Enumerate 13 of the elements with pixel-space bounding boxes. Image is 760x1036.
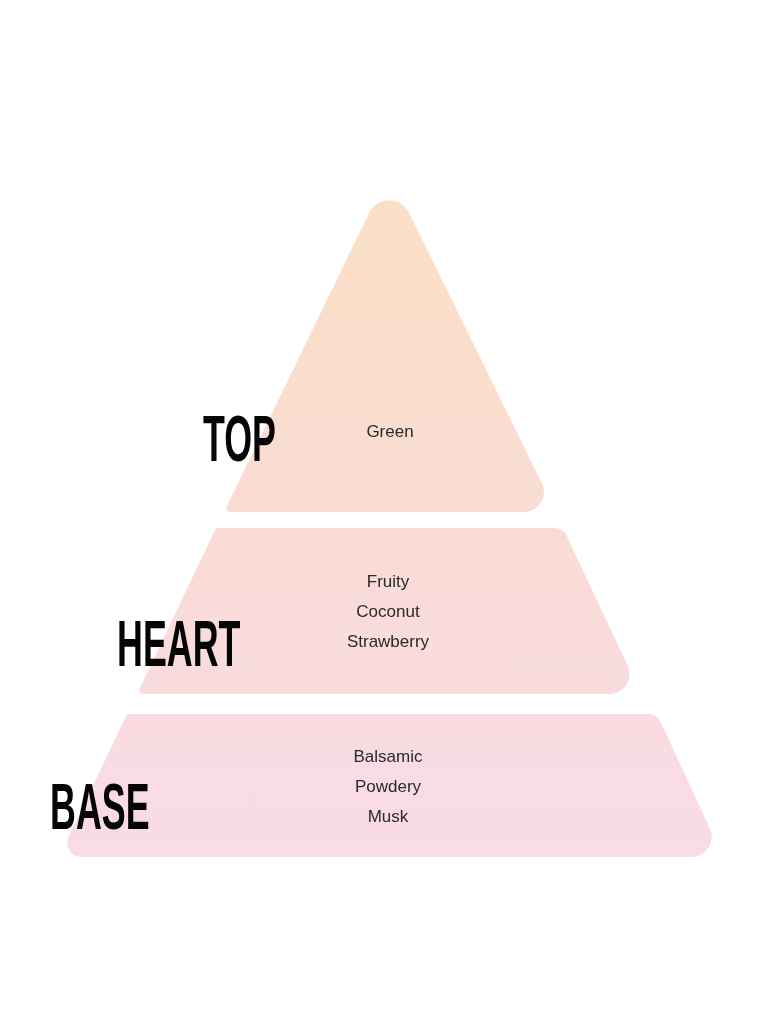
pyramid-tier: [50, 714, 712, 857]
note-label: Strawberry: [346, 631, 430, 653]
note-label: Coconut: [356, 601, 420, 623]
note-label: Balsamic: [353, 746, 423, 768]
tier-heading: HEART: [117, 619, 241, 671]
tier-heading: TOP: [203, 414, 277, 466]
note-label: Powdery: [354, 776, 422, 798]
note-label: Green: [366, 421, 414, 443]
tier-heading: BASE: [50, 782, 150, 834]
note-label: Fruity: [366, 571, 410, 593]
note-label: Musk: [367, 806, 409, 828]
pyramid-tier: [117, 528, 630, 694]
pyramid-tier: [203, 200, 544, 512]
